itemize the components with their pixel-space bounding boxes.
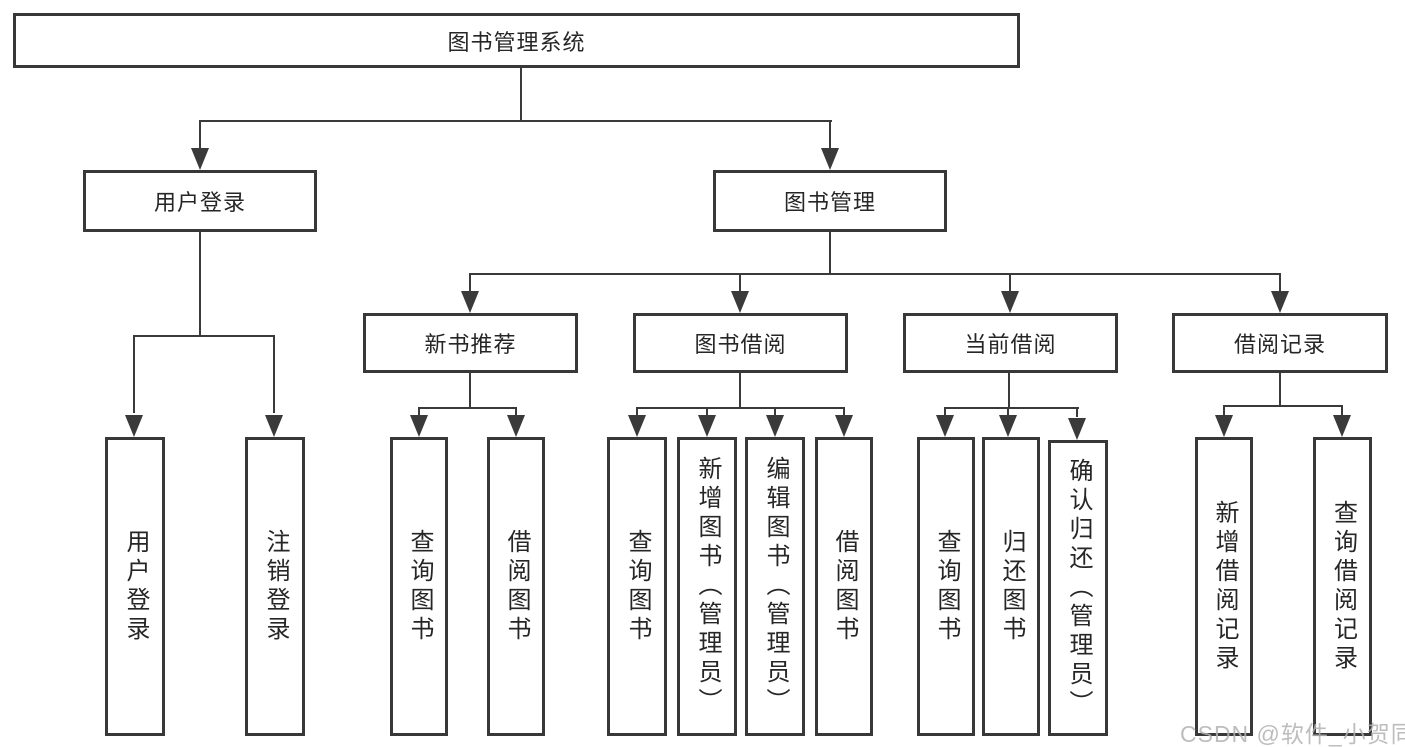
connector-line: [199, 120, 832, 122]
connector-line: [636, 407, 845, 409]
connector-line: [469, 373, 471, 407]
arrow-down-icon: [265, 415, 283, 437]
arrow-down-icon: [507, 415, 525, 437]
connector-line: [829, 122, 831, 150]
leaf-query-books-current: 查询图书: [917, 437, 975, 736]
leaf-add-borrow-record: 新增借阅记录: [1195, 437, 1253, 736]
connector-line: [1008, 373, 1010, 407]
connector-line: [1279, 275, 1281, 293]
arrow-down-icon: [936, 415, 954, 437]
connector-line: [1007, 409, 1009, 417]
arrow-down-icon: [628, 415, 646, 437]
arrow-down-icon: [191, 148, 209, 170]
node-user-login: 用户登录: [83, 170, 317, 232]
connector-line: [1223, 405, 1343, 407]
arrow-down-icon: [1215, 415, 1233, 437]
arrow-down-icon: [821, 148, 839, 170]
connector-line: [418, 409, 420, 417]
connector-line: [1076, 409, 1078, 417]
arrow-down-icon: [461, 291, 479, 313]
arrow-down-icon: [835, 415, 853, 437]
connector-line: [944, 407, 1079, 409]
arrow-down-icon: [1068, 418, 1086, 440]
leaf-query-borrow-record: 查询借阅记录: [1313, 437, 1372, 736]
connector-line: [739, 275, 741, 293]
connector-line: [469, 275, 471, 293]
node-library-management-system: 图书管理系统: [13, 13, 1020, 68]
connector-line: [829, 232, 831, 273]
arrow-down-icon: [1271, 291, 1289, 313]
connector-line: [199, 122, 201, 150]
arrow-down-icon: [410, 415, 428, 437]
node-book-borrowing: 图书借阅: [633, 313, 848, 373]
leaf-user-login: 用户登录: [105, 437, 165, 736]
connector-line: [133, 335, 275, 337]
connector-line: [273, 337, 275, 413]
leaf-add-books-admin: 新增图书（管理员）: [677, 437, 737, 736]
csdn-watermark: CSDN @软件_小贺同学: [1180, 721, 1405, 747]
connector-line: [706, 409, 708, 417]
connector-line: [739, 373, 741, 407]
connector-line: [636, 409, 638, 417]
connector-line: [1223, 407, 1225, 415]
node-book-management: 图书管理: [713, 170, 947, 232]
arrow-down-icon: [698, 415, 716, 437]
node-borrow-records: 借阅记录: [1172, 313, 1388, 373]
leaf-borrow-books-recommend: 借阅图书: [487, 437, 545, 736]
connector-line: [520, 68, 522, 121]
node-current-borrowing: 当前借阅: [903, 313, 1118, 373]
arrow-down-icon: [1333, 415, 1351, 437]
connector-line: [418, 407, 517, 409]
connector-line: [515, 409, 517, 417]
leaf-borrow-books: 借阅图书: [815, 437, 873, 736]
leaf-query-books-borrowing: 查询图书: [607, 437, 667, 736]
leaf-logout-login: 注销登录: [245, 437, 305, 736]
arrow-down-icon: [999, 415, 1017, 437]
arrow-down-icon: [766, 415, 784, 437]
arrow-down-icon: [731, 291, 749, 313]
leaf-confirm-return-admin: 确认归还（管理员）: [1048, 440, 1108, 736]
arrow-down-icon: [125, 415, 143, 437]
connector-line: [1341, 407, 1343, 415]
connector-line: [133, 337, 135, 413]
leaf-edit-books-admin: 编辑图书（管理员）: [745, 437, 805, 736]
connector-line: [843, 409, 845, 417]
leaf-query-books-recommend: 查询图书: [390, 437, 448, 736]
connector-line: [469, 273, 1281, 275]
connector-line: [944, 409, 946, 417]
connector-line: [199, 232, 201, 335]
node-new-book-recommend: 新书推荐: [363, 313, 578, 373]
connector-line: [774, 409, 776, 417]
leaf-return-books: 归还图书: [982, 437, 1040, 736]
connector-line: [1009, 275, 1011, 293]
arrow-down-icon: [1001, 291, 1019, 313]
connector-line: [1279, 373, 1281, 405]
